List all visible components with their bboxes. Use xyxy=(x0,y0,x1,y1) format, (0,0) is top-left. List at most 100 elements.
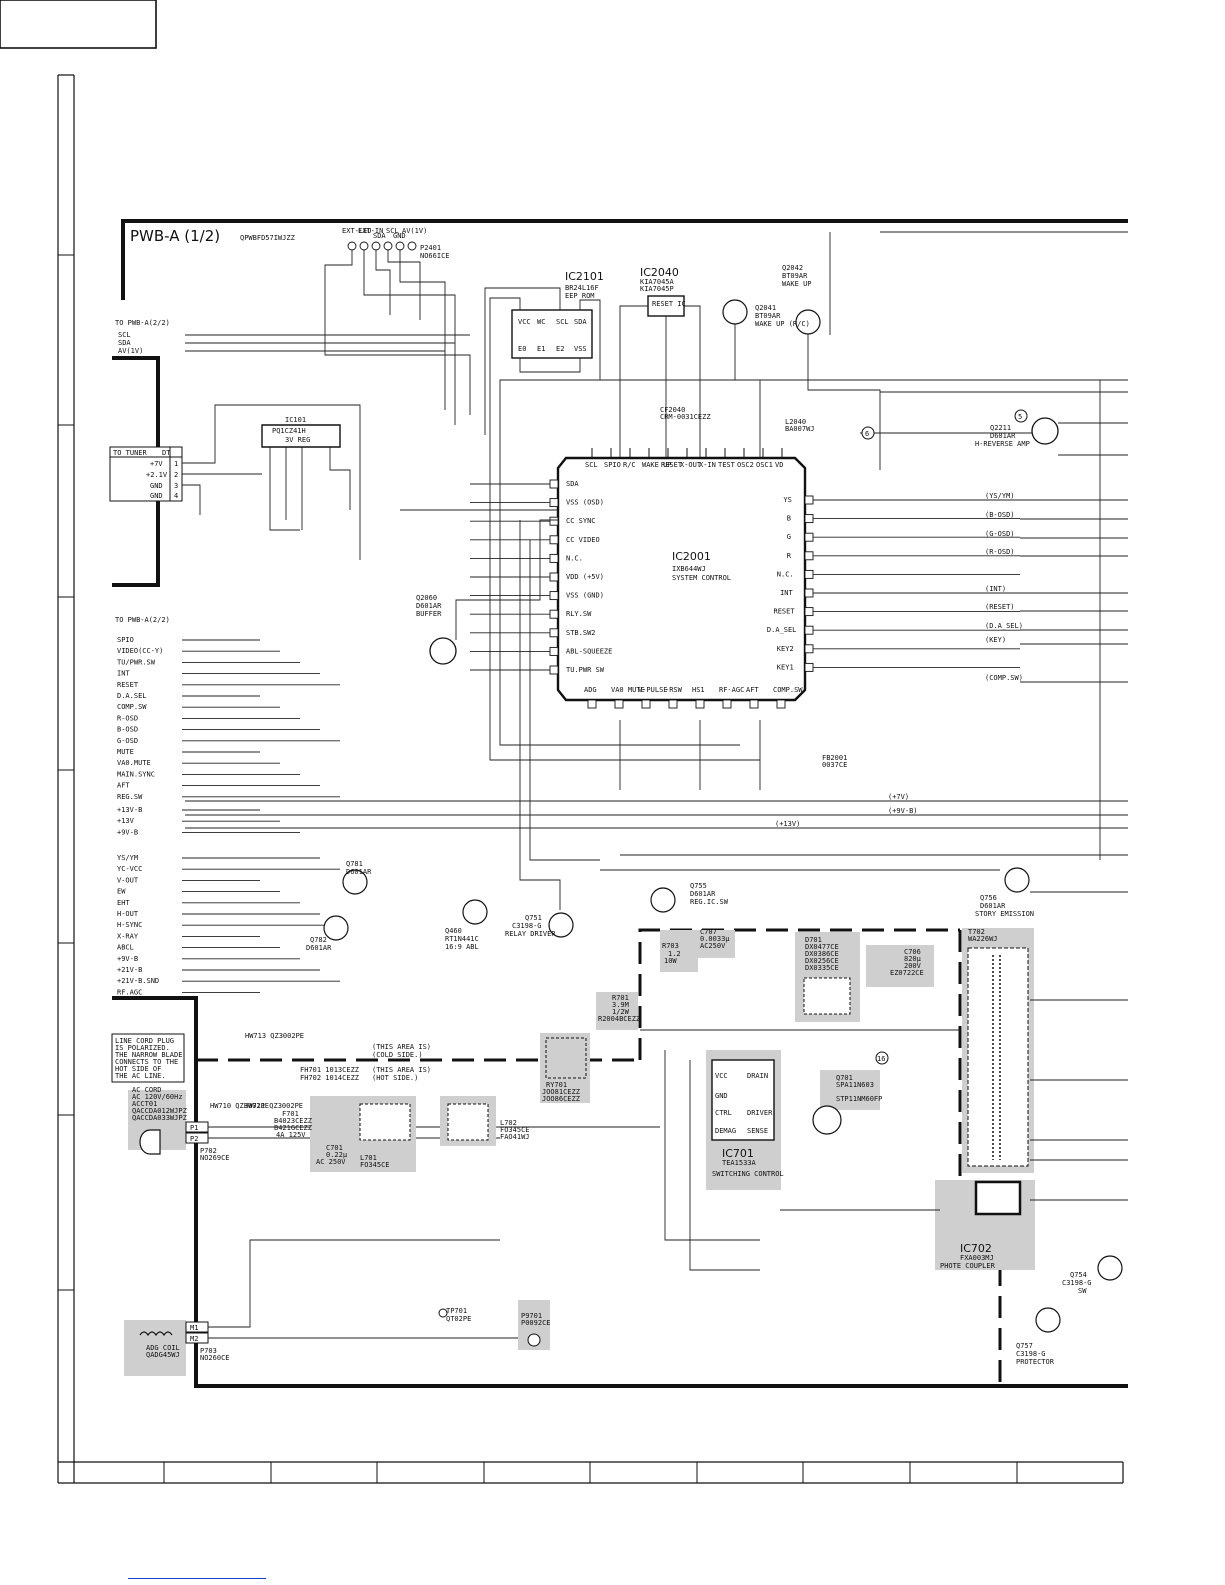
ic2001-pin-label: OSC1 xyxy=(756,461,773,469)
wire xyxy=(329,447,351,510)
q2060-symbol xyxy=(429,637,457,665)
ic2101-desc: EEP ROM xyxy=(565,292,595,300)
ic2001-pin-label: HS1 xyxy=(692,686,705,694)
ic2001-pin-box xyxy=(549,628,559,638)
footer-link-underline[interactable] xyxy=(128,1578,266,1579)
ic701-ref: IC701 xyxy=(722,1147,754,1160)
left-signals-top: TO PWB-A(2/2) SCL SDA AV(1V) xyxy=(115,319,470,355)
d701-part: DX0256CE xyxy=(805,957,839,965)
ic2001-pin-box xyxy=(614,699,624,709)
signal-label: +21V-B xyxy=(117,966,142,974)
ic-pin-label: E1 xyxy=(537,345,545,353)
ic2001-desc: SYSTEM CONTROL xyxy=(672,574,731,582)
shade-ry701 xyxy=(540,1033,590,1103)
connector-part: NO66ICE xyxy=(420,252,450,260)
left-signals-mid: TO PWB-A(2/2) xyxy=(115,616,170,624)
adg-part: QADG45WJ xyxy=(146,1351,180,1359)
f701-ref: F701 xyxy=(282,1110,299,1118)
q2211-symbol xyxy=(1031,417,1059,445)
q701-part2: STP11NM60FP xyxy=(836,1095,882,1103)
wire xyxy=(363,250,456,425)
shade-c707 xyxy=(697,930,735,958)
ic101-body xyxy=(261,424,341,448)
ic701-switching: IC701 TEA1533A SWITCHING CONTROL VCC DRA… xyxy=(706,1050,784,1190)
signal-label: +21V-B.SND xyxy=(117,977,159,985)
q757-desc: PROTECTOR xyxy=(1016,1358,1055,1366)
wire xyxy=(269,447,300,531)
signal-label: REG.SW xyxy=(117,793,143,801)
p9701-ref: P9701 xyxy=(521,1312,542,1320)
line-filter: F701 B4023CEZZ B421GCEZZ 4A 125V C701 0.… xyxy=(274,1096,530,1172)
ic2001-pin-box xyxy=(549,553,559,563)
bus-label: (D.A_SEL) xyxy=(985,622,1023,630)
connector-pin xyxy=(347,241,357,251)
wire xyxy=(489,420,760,761)
ic-pin-label: VSS xyxy=(574,345,587,353)
ic2001-pin-label: VDD (+5V) xyxy=(566,573,604,581)
signal-label: +9V-B xyxy=(117,828,138,836)
signal-label: EW xyxy=(117,888,126,896)
q701-part: SPA11N603 xyxy=(836,1081,874,1089)
ic2001-pin-box xyxy=(804,607,814,617)
tuner-label: TO TUNER xyxy=(113,449,148,457)
note-line: THE NARROW BLADE xyxy=(115,1051,182,1059)
q701-mosfet: Q701 SPA11N603 STP11NM60FP 16 xyxy=(812,1051,889,1135)
q781-ref: Q781 xyxy=(346,860,363,868)
bus-label: (KEY) xyxy=(985,636,1006,644)
ic2001-pin-box xyxy=(549,572,559,582)
l701-part: FO345CE xyxy=(360,1161,390,1169)
q2042-part: BT09AR xyxy=(782,272,808,280)
hw-label: FH702 1014CEZZ xyxy=(300,1074,359,1082)
ic2001-pin-label: RF-AGC xyxy=(719,686,744,694)
tuner-pin: 3 xyxy=(174,482,178,490)
tuner-pin: 2 xyxy=(174,471,178,479)
c707-rating: AC250V xyxy=(700,942,726,950)
wire xyxy=(734,324,761,460)
ic2001-pin-label: SPIO xyxy=(604,461,621,469)
c706-value: 820μ xyxy=(904,955,922,963)
note-line: THE AC LINE. xyxy=(115,1072,166,1080)
signal-label: +13V xyxy=(117,817,135,825)
signal-label: +13V-B xyxy=(117,806,142,814)
p9701-symbol xyxy=(527,1333,541,1347)
ic2001-pin-label: INT xyxy=(780,589,793,597)
marker-16 xyxy=(875,1051,889,1065)
c706-ref: C706 xyxy=(904,948,921,956)
fb2001-ref: FB2001 xyxy=(822,754,847,762)
wire xyxy=(484,287,561,435)
hw-label: HW713 QZ3002PE xyxy=(245,1032,304,1040)
ic2001-pin-label: CC SYNC xyxy=(566,517,596,525)
ic2001-pin-label: VD xyxy=(775,461,783,469)
wire xyxy=(375,250,391,315)
connector-pin-label: AV(1V) xyxy=(402,227,427,235)
q460-part: RT1N441C xyxy=(445,935,479,943)
ic2001-pin-box xyxy=(804,551,814,561)
connector-part: NO269CE xyxy=(200,1154,230,1162)
c706-rating: 200V xyxy=(904,962,922,970)
q757-ref: Q757 xyxy=(1016,1342,1033,1350)
ic2001-system-control: IC2001 IXB644WJ SYSTEM CONTROL xyxy=(556,456,807,702)
ic2001-part: IXB644WJ xyxy=(672,565,706,573)
ic2101-body xyxy=(511,309,593,359)
ic702-ref: IC702 xyxy=(960,1242,992,1255)
d701-ref: D701 xyxy=(805,936,822,944)
tuner-signal: +7V xyxy=(150,460,163,468)
tuner-signal: GND xyxy=(150,492,163,500)
hw-label: FH701 1013CEZZ xyxy=(300,1066,359,1074)
pwb-border-power xyxy=(112,996,1128,1388)
connector-p2401: EXT-LED EXT-IN SDA SCL GND AV(1V) P2401 … xyxy=(324,227,471,425)
ic-pin-label: VCC xyxy=(518,318,531,326)
connector-ref: P2401 xyxy=(420,244,441,252)
ic701-body xyxy=(711,1059,775,1141)
ic2040-part2: KIA7045P xyxy=(640,285,674,293)
ic2001-pin-box xyxy=(549,535,559,545)
q2060-buffer: Q2060 D601AR BUFFER xyxy=(416,519,558,665)
connector-part: NO260CE xyxy=(200,1354,230,1362)
ic2001-pin-label: D.A_SEL xyxy=(767,626,797,634)
test-points: TP701 QT02PE P9701 P0092CE xyxy=(438,1300,551,1350)
ic2001-pin-label: STB.SW2 xyxy=(566,629,596,637)
ic2001-pin-label: R/C xyxy=(623,461,636,469)
hot-area-border xyxy=(638,928,960,1060)
